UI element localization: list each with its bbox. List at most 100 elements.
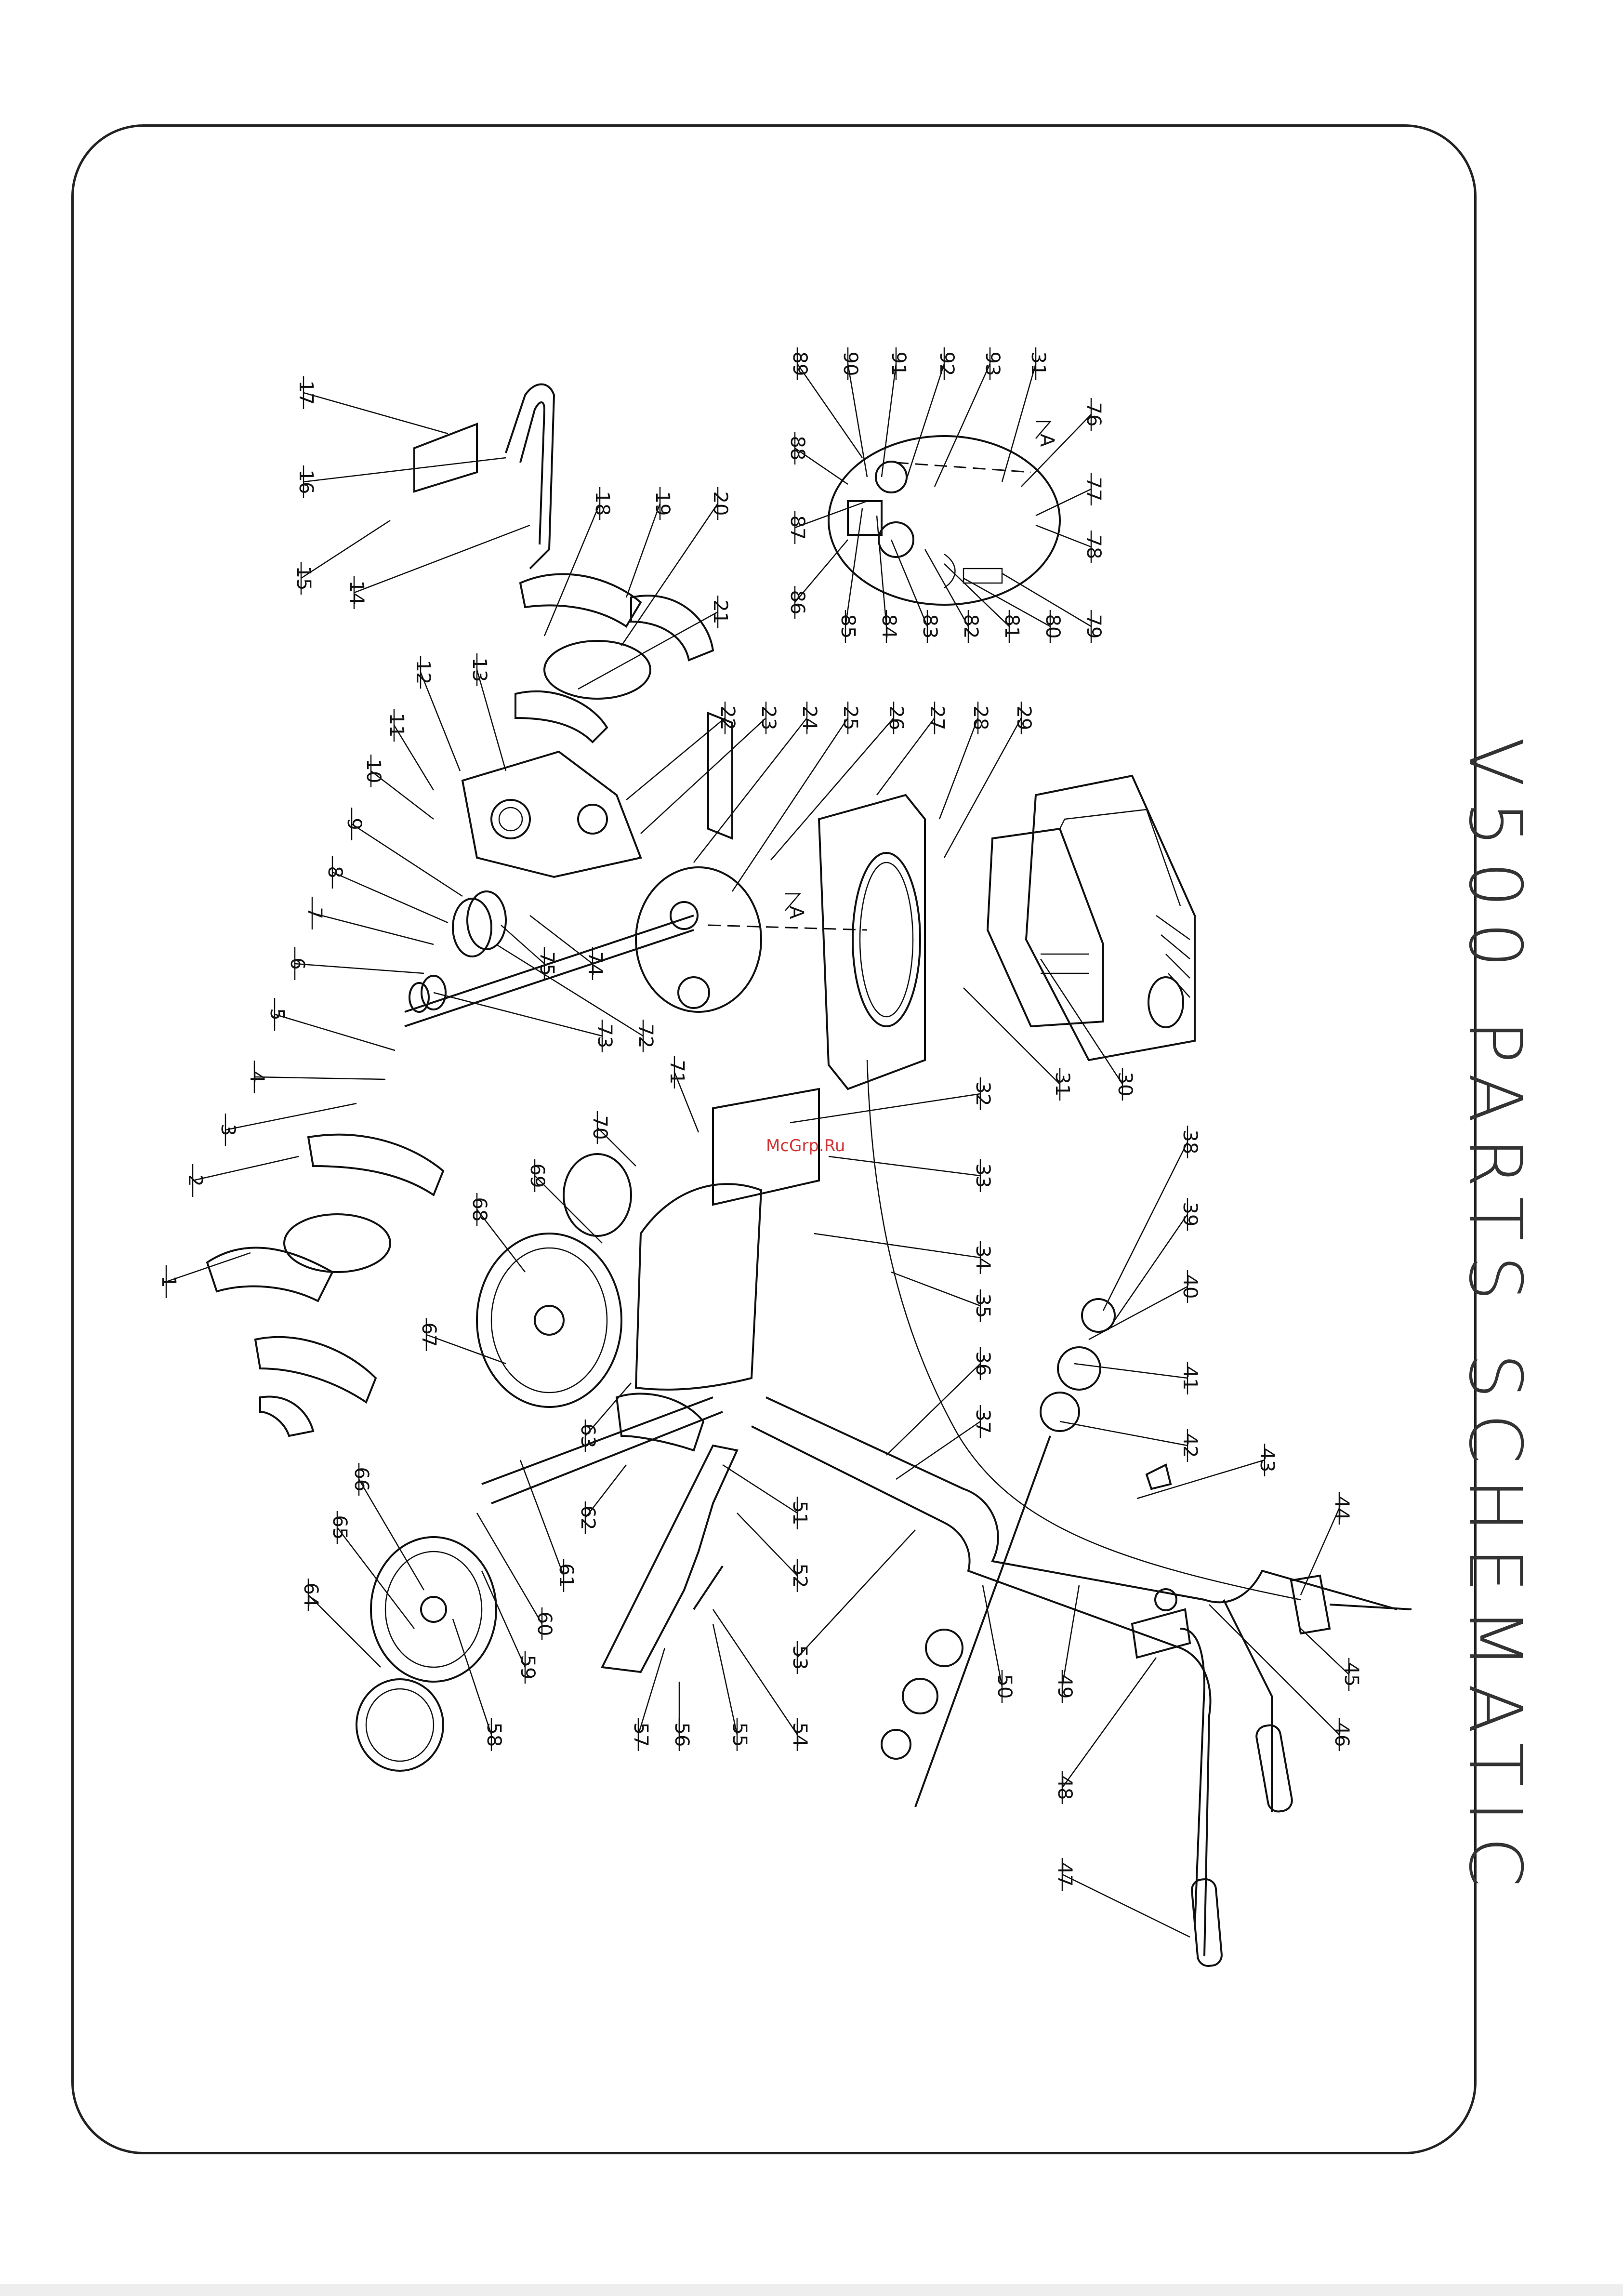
leader-line-p79 — [1002, 572, 1092, 627]
tine-assembly-right — [515, 573, 714, 743]
part-number-p74: 74 — [584, 952, 606, 976]
leader-line-p23 — [640, 717, 766, 834]
handlebar-assembly — [751, 1396, 1412, 1967]
part-number-p69: 69 — [526, 1164, 548, 1188]
leader-line-p66 — [358, 1479, 425, 1591]
part-number-p51: 51 — [789, 1501, 811, 1526]
leader-line-p24 — [693, 717, 807, 863]
leader-line-p81 — [944, 563, 1010, 627]
tine-assembly-left — [206, 1133, 445, 1437]
leader-line-p21 — [578, 611, 718, 690]
leader-line-p82 — [924, 549, 969, 627]
leader-line-p73 — [433, 992, 603, 1037]
part-number-p38: 38 — [1179, 1130, 1201, 1155]
leader-line-p40 — [1088, 1286, 1188, 1340]
part-number-p7: 7 — [303, 907, 326, 919]
part-number-p40: 40 — [1179, 1274, 1201, 1299]
part-number-p3: 3 — [217, 1124, 239, 1136]
leader-line-p90 — [847, 363, 868, 478]
part-number-p81: 81 — [1001, 614, 1023, 639]
part-number-p14: 14 — [345, 581, 368, 605]
leader-line-p72 — [496, 943, 644, 1037]
leader-line-p44 — [1300, 1508, 1340, 1595]
leader-line-p71 — [673, 1072, 699, 1133]
leader-line-p63 — [585, 1382, 632, 1436]
part-number-p21: 21 — [709, 600, 731, 624]
part-number-p57: 57 — [630, 1723, 652, 1747]
leader-line-p32 — [790, 1093, 981, 1124]
watermark-text: McGrp.Ru — [766, 1136, 845, 1155]
leader-line-p13 — [476, 669, 507, 771]
leader-line-p26 — [770, 717, 894, 861]
part-number-p52: 52 — [789, 1564, 811, 1588]
leader-line-p74 — [529, 915, 593, 964]
part-number-p63: 63 — [577, 1424, 599, 1448]
leader-line-p38 — [1102, 1141, 1188, 1311]
leader-line-p70 — [597, 1127, 636, 1167]
leader-line-p89 — [796, 363, 863, 458]
leader-line-p9 — [351, 823, 463, 897]
leader-line-p88 — [794, 447, 848, 485]
part-number-p70: 70 — [589, 1115, 611, 1140]
part-number-p17: 17 — [295, 381, 317, 405]
leader-line-p62 — [585, 1464, 627, 1518]
part-number-p48: 48 — [1054, 1776, 1076, 1800]
leader-line-p8 — [332, 871, 449, 924]
part-number-p12: 12 — [412, 660, 434, 685]
page-frame — [71, 124, 1477, 2154]
part-number-p83: 83 — [919, 614, 941, 639]
leader-line-p52 — [737, 1513, 798, 1576]
leader-line-p60 — [476, 1513, 543, 1624]
engine-assembly — [986, 774, 1196, 1062]
part-number-p42: 42 — [1179, 1433, 1201, 1458]
part-number-p30: 30 — [1114, 1072, 1136, 1097]
leader-line-p93 — [934, 363, 991, 487]
leader-line-p7 — [312, 912, 434, 945]
leader-line-p22 — [626, 717, 726, 800]
leader-line-p64 — [308, 1594, 381, 1668]
part-number-p89: 89 — [789, 352, 811, 376]
pulley-assembly — [635, 866, 868, 1013]
part-number-p1: 1 — [158, 1275, 180, 1287]
leader-line-p28 — [938, 717, 979, 820]
part-number-p56: 56 — [671, 1723, 693, 1747]
leader-line-p83 — [890, 539, 928, 627]
part-number-p8: 8 — [324, 866, 346, 878]
tiller-frame — [481, 1088, 820, 1504]
part-number-p25: 25 — [839, 706, 861, 730]
leader-line-p92 — [905, 363, 945, 482]
part-number-p11: 11 — [385, 713, 408, 738]
part-number-p10: 10 — [362, 759, 384, 783]
leader-line-p39 — [1107, 1214, 1188, 1330]
part-number-p86: 86 — [786, 590, 808, 615]
part-number-p53: 53 — [789, 1646, 811, 1670]
part-number-p20: 20 — [709, 491, 731, 516]
part-number-p62: 62 — [577, 1506, 599, 1530]
leader-line-p33 — [828, 1155, 981, 1177]
leader-line-p18 — [543, 503, 601, 637]
leader-line-p25 — [731, 717, 849, 892]
part-number-p92: 92 — [936, 352, 958, 376]
leader-line-p50 — [982, 1585, 1003, 1687]
leader-line-p14 — [354, 524, 530, 594]
leader-line-p86 — [794, 539, 848, 603]
part-number-p15: 15 — [292, 566, 315, 591]
part-number-p6: 6 — [286, 957, 308, 969]
leader-line-p27 — [876, 717, 935, 796]
part-number-p71: 71 — [666, 1060, 688, 1085]
leader-line-p11 — [393, 725, 435, 791]
part-number-p55: 55 — [728, 1723, 751, 1747]
part-number-p54: 54 — [789, 1723, 811, 1747]
leader-line-p45 — [1300, 1628, 1349, 1675]
leader-line-p78 — [1035, 524, 1092, 548]
part-number-p64: 64 — [300, 1583, 322, 1607]
part-number-p31b: 31 — [1027, 352, 1049, 376]
section-marker-a-top: A — [1036, 434, 1058, 447]
leader-line-p77 — [1035, 488, 1092, 517]
part-number-p28: 28 — [969, 706, 991, 730]
leader-line-p6 — [294, 963, 424, 974]
part-number-p80: 80 — [1042, 614, 1064, 639]
